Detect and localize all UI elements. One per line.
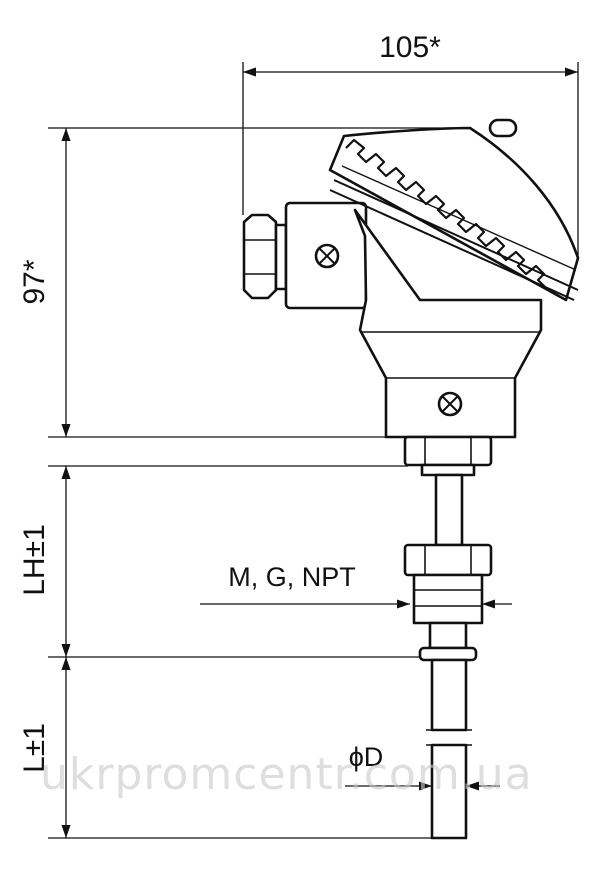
lower-sheath-top xyxy=(430,658,468,732)
lh-label: LH±1 xyxy=(18,524,51,596)
lid-knob xyxy=(488,118,518,138)
neck-nut xyxy=(403,435,493,467)
fitting-nut xyxy=(403,543,493,577)
l-label: L±1 xyxy=(18,723,51,773)
height-label: 97* xyxy=(18,259,51,304)
watermark: ukrpromcentr.com.ua xyxy=(40,749,533,800)
upper-sheath xyxy=(434,473,464,547)
dimension-lines xyxy=(61,67,578,838)
diameter-label: ϕD xyxy=(349,742,384,772)
washer xyxy=(418,646,478,662)
extension-lines xyxy=(48,62,579,839)
gasket-pattern xyxy=(341,138,577,289)
width-label: 105* xyxy=(379,31,441,64)
lower-sheath-bottom xyxy=(430,743,468,840)
screw-side xyxy=(314,243,340,269)
screw-body xyxy=(437,391,463,417)
thermocouple-part xyxy=(242,118,580,840)
threaded-fitting xyxy=(412,573,484,625)
thread-label: M, G, NPT xyxy=(228,562,356,592)
cable-gland xyxy=(242,213,288,300)
